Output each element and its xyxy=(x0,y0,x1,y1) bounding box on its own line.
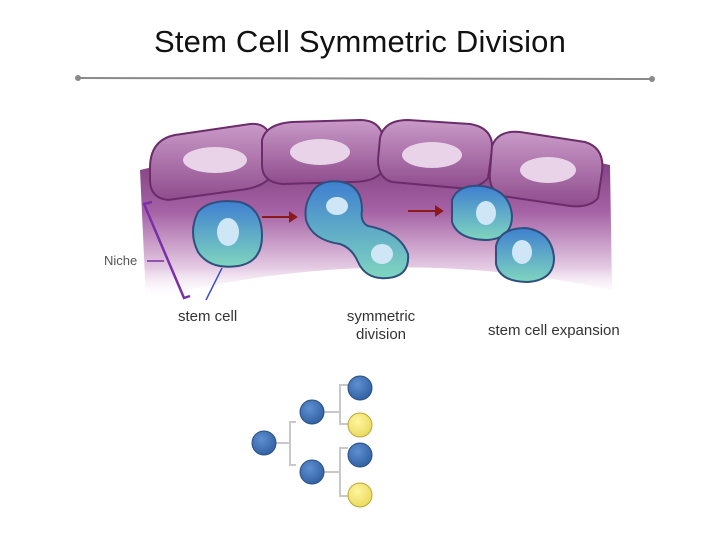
tree-bracket xyxy=(289,421,296,466)
gen1-cell xyxy=(299,399,325,425)
stem-cell xyxy=(192,200,264,268)
stem-cell-expansion-label: stem cell expansion xyxy=(488,322,620,339)
expanded-cells xyxy=(451,184,556,284)
gen2-cell-blue xyxy=(347,375,373,401)
gen2-cell-blue xyxy=(347,442,373,468)
page-title: Stem Cell Symmetric Division xyxy=(153,24,567,59)
gen2-cell-yellow xyxy=(347,482,373,508)
gen1-cell xyxy=(299,459,325,485)
stem-cell-pointer-line xyxy=(205,267,223,301)
symmetric-division-label: symmetric division xyxy=(346,308,416,343)
niche-bracket xyxy=(142,200,191,300)
title-divider xyxy=(75,75,655,82)
gen2-cell-yellow xyxy=(347,412,373,438)
tree-bracket xyxy=(339,447,348,497)
stem-cell-label: stem cell xyxy=(178,308,238,325)
root-cell xyxy=(251,430,277,456)
niche-label: Niche xyxy=(104,253,138,268)
dividing-cell xyxy=(304,180,410,280)
tree-bracket xyxy=(339,384,348,425)
epithelial-cells xyxy=(149,118,604,208)
arrow-icon xyxy=(262,205,444,223)
